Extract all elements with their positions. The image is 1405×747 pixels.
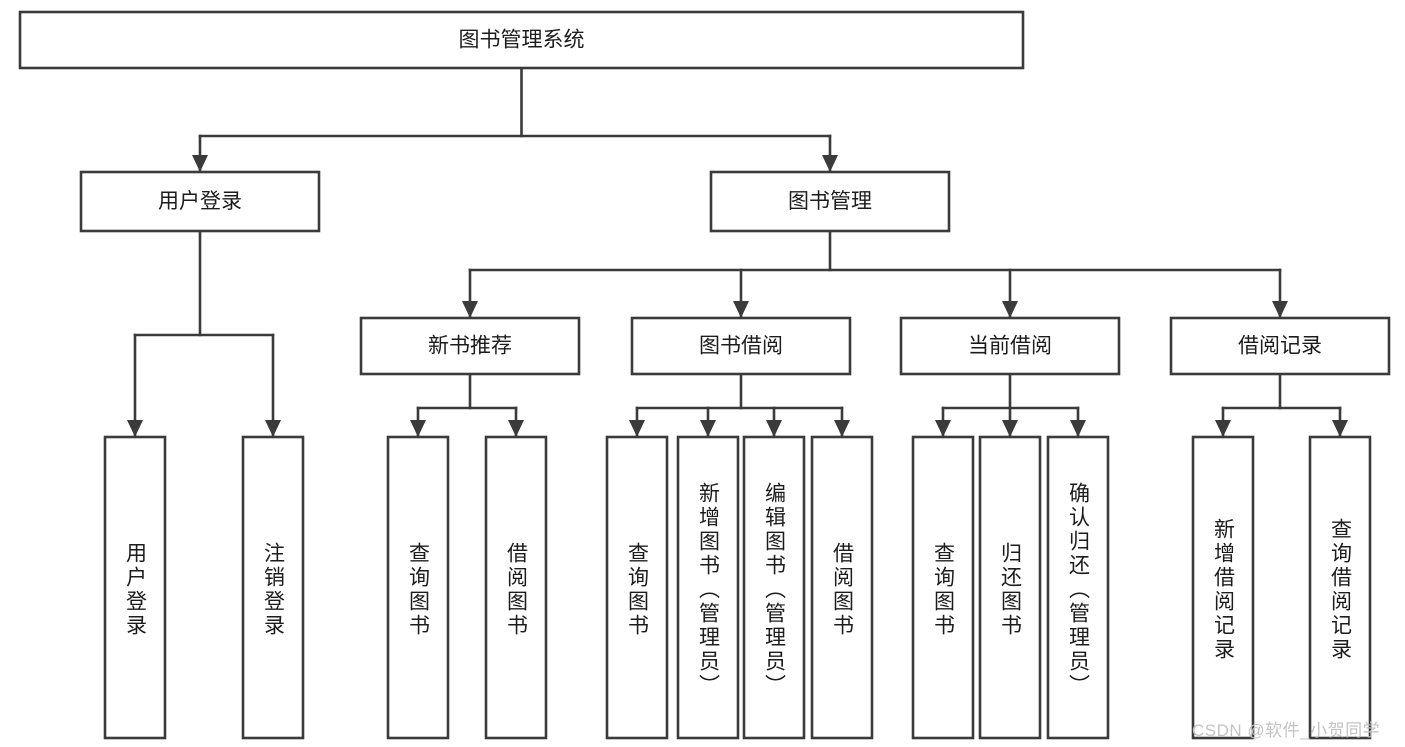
connector-arrowhead — [1002, 301, 1018, 318]
connector-arrowhead — [1332, 420, 1348, 437]
node-box-leaf-borrow-book-1[interactable] — [484, 435, 548, 740]
box-layer — [18, 10, 1391, 740]
connector-arrowhead — [410, 420, 426, 437]
node-label-current-borrow: 当前借阅 — [968, 335, 1052, 358]
node-box-new-book-recommend[interactable] — [359, 316, 581, 376]
node-box-book-borrow[interactable] — [630, 316, 852, 376]
connector-arrowhead — [127, 420, 143, 437]
node-box-leaf-confirm-return[interactable] — [1046, 435, 1110, 740]
node-box-leaf-query-book-3[interactable] — [911, 435, 975, 740]
connector-conn-book-borrow — [629, 372, 850, 437]
watermark-text: CSDN @软件_小贺同学 — [1192, 721, 1381, 740]
node-box-book-manage[interactable] — [709, 170, 951, 233]
connector-arrowhead — [629, 420, 645, 437]
node-label-book-manage: 图书管理 — [788, 190, 872, 213]
connector-conn-borrow-record — [1215, 372, 1348, 437]
connector-arrowhead — [1215, 420, 1231, 437]
node-label-book-borrow: 图书借阅 — [699, 335, 783, 358]
node-label-root: 图书管理系统 — [459, 29, 585, 52]
connector-arrowhead — [935, 420, 951, 437]
connector-conn-book-manage — [462, 229, 1288, 318]
connector-arrowhead — [508, 420, 524, 437]
connector-arrowhead — [700, 420, 716, 437]
node-box-leaf-borrow-book-2[interactable] — [810, 435, 874, 740]
node-box-leaf-add-record[interactable] — [1191, 435, 1255, 740]
node-box-leaf-edit-book[interactable] — [742, 435, 806, 740]
node-box-user-login[interactable] — [79, 170, 321, 233]
connector-conn-current-borrow — [935, 372, 1086, 437]
node-box-current-borrow[interactable] — [899, 316, 1121, 376]
connector-arrowhead — [766, 420, 782, 437]
connector-arrowhead — [462, 301, 478, 318]
connector-arrowhead — [265, 420, 281, 437]
connector-arrowhead — [822, 155, 838, 172]
node-box-root[interactable] — [18, 10, 1025, 70]
connector-arrowhead — [733, 301, 749, 318]
connector-arrowhead — [192, 155, 208, 172]
node-box-leaf-query-book-1[interactable] — [386, 435, 450, 740]
connector-conn-new-book — [410, 372, 524, 437]
connector-arrowhead — [1272, 301, 1288, 318]
node-box-leaf-query-record[interactable] — [1308, 435, 1372, 740]
connector-conn-user-login — [127, 229, 281, 437]
node-box-leaf-user-login[interactable] — [103, 435, 167, 740]
node-box-leaf-logout[interactable] — [241, 435, 305, 740]
node-label-user-login: 用户登录 — [158, 190, 242, 213]
connector-layer — [127, 66, 1348, 437]
node-label-borrow-record: 借阅记录 — [1238, 335, 1322, 358]
connector-arrowhead — [1002, 420, 1018, 437]
node-box-leaf-query-book-2[interactable] — [605, 435, 669, 740]
node-box-leaf-add-book[interactable] — [676, 435, 740, 740]
node-label-new-book-recommend: 新书推荐 — [428, 335, 512, 358]
connector-arrowhead — [1070, 420, 1086, 437]
connector-arrowhead — [834, 420, 850, 437]
node-box-leaf-return-book[interactable] — [978, 435, 1042, 740]
node-box-borrow-record[interactable] — [1169, 316, 1391, 376]
connector-conn-root — [192, 66, 838, 172]
